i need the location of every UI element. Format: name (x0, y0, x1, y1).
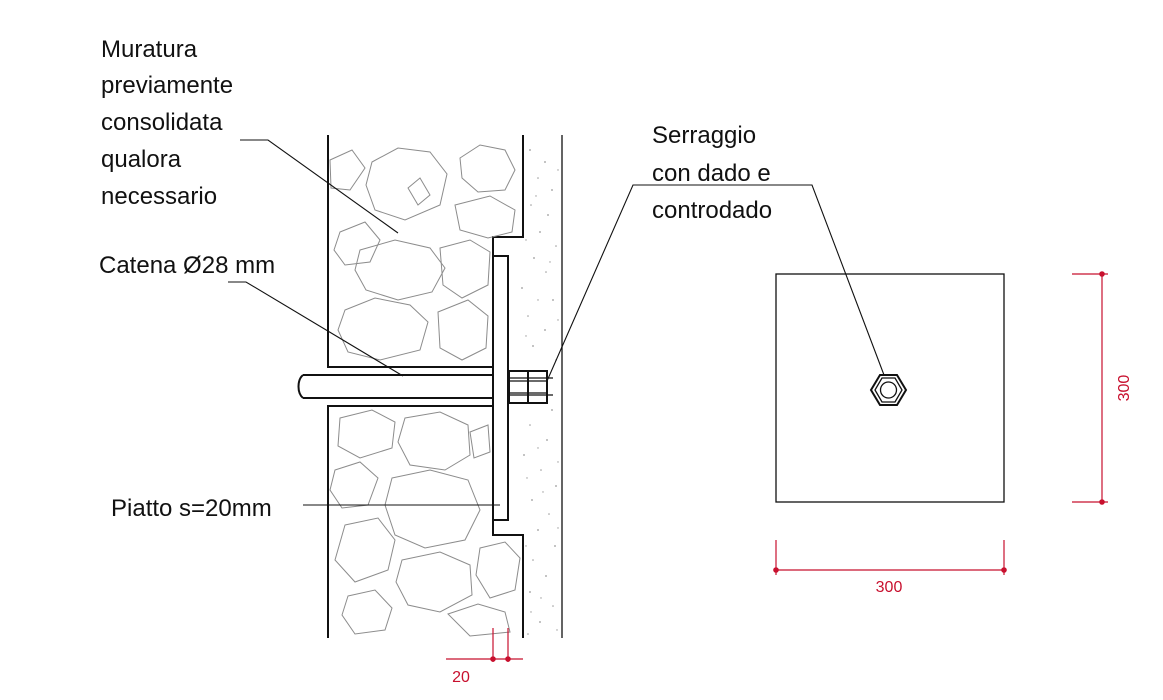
dim-thickness-value: 20 (452, 669, 470, 686)
dim-height-tick-1 (1099, 271, 1105, 277)
label-serraggio-line-1: Serraggio (652, 122, 756, 149)
masonry-section (327, 135, 524, 638)
dim-width-value: 300 (876, 579, 903, 596)
leader-serraggio-section (546, 184, 784, 382)
label-catena: Catena Ø28 mm (99, 252, 275, 279)
dim-width-tick-2 (1001, 567, 1007, 573)
masonry-stones-lower (329, 409, 521, 637)
dim-height-tick-2 (1099, 499, 1105, 505)
steel-plate-front-view (775, 273, 1005, 503)
leader-muratura (240, 139, 399, 234)
dim-thickness-tick-2 (505, 656, 511, 662)
masonry-stones-upper (329, 144, 516, 361)
tie-rod (297, 374, 553, 399)
label-piatto: Piatto s=20mm (111, 495, 272, 522)
label-muratura-line-5: necessario (101, 183, 217, 210)
label-serraggio-line-3: controdado (652, 197, 772, 224)
label-muratura-line-3: consolidata (101, 109, 223, 136)
dim-width-tick-1 (773, 567, 779, 573)
label-serraggio: Serraggio con dado e controdado (652, 122, 772, 224)
dim-thickness-tick-1 (490, 656, 496, 662)
leader-catena (228, 281, 404, 377)
dim-plate-thickness: 20 (446, 628, 523, 686)
dim-height-value: 300 (1116, 375, 1133, 402)
nut-front-view (869, 374, 908, 406)
nut-and-locknut (508, 370, 548, 404)
label-muratura: Muratura previamente consolidata qualora… (101, 36, 233, 210)
label-muratura-line-2: previamente (101, 72, 233, 99)
steel-plate-section (492, 255, 509, 521)
plaster-stipple (521, 149, 559, 635)
plaster-layer (521, 135, 563, 638)
label-muratura-line-1: Muratura (101, 36, 198, 63)
label-muratura-line-4: qualora (101, 146, 182, 173)
dim-plate-width: 300 (773, 540, 1007, 596)
label-serraggio-line-2: con dado e (652, 160, 771, 187)
leader-serraggio-plan (784, 184, 885, 376)
dim-plate-height: 300 (1072, 271, 1133, 505)
